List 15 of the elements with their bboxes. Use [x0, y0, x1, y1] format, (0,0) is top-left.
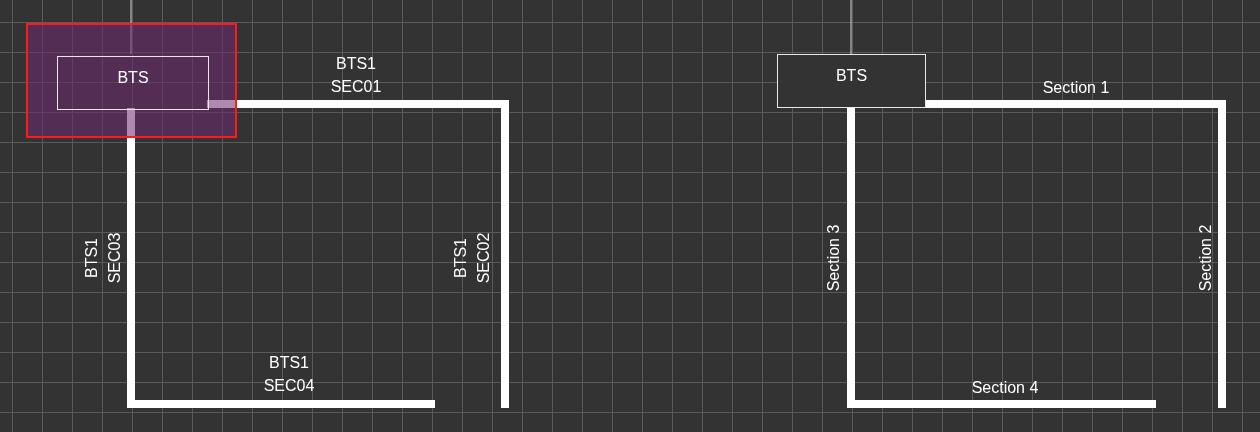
section-label: Section 4: [971, 377, 1039, 398]
section-label: BTS1 SEC01: [330, 54, 382, 97]
bts-box: [57, 56, 209, 110]
section-label: Section 1: [1042, 77, 1110, 98]
section-label: Section 3: [823, 224, 843, 292]
section-label: Section 2: [1195, 224, 1215, 292]
bts-box: [777, 54, 926, 108]
section-label: BTS1 SEC03: [82, 232, 124, 284]
section-label: BTS1 SEC04: [263, 353, 315, 396]
node-label: BTS: [835, 67, 868, 85]
section-label: BTS1 SEC02: [451, 232, 493, 284]
feeder-line: [130, 0, 132, 55]
feeder-line: [850, 0, 852, 55]
selection-box: [26, 23, 237, 138]
node-label: BTS: [117, 69, 149, 87]
